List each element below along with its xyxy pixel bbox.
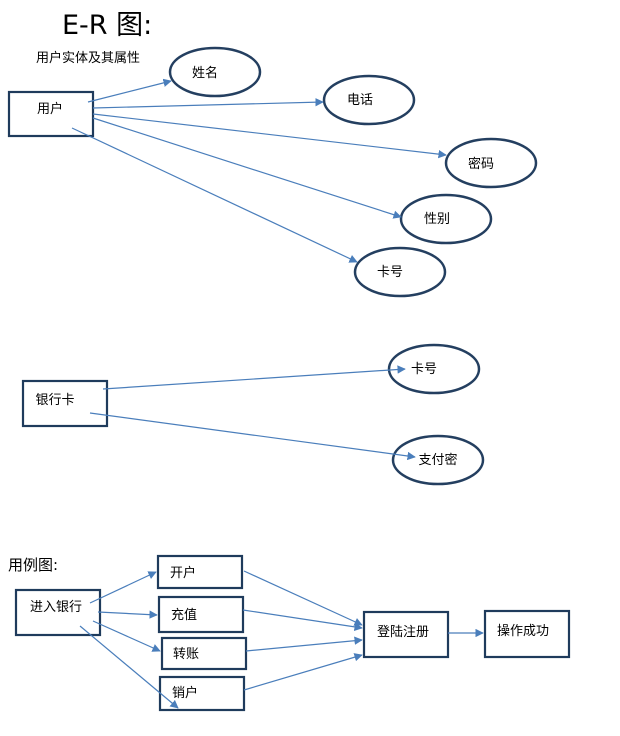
page-title: E-R 图: (62, 10, 153, 41)
attr-cardno-label: 卡号 (377, 265, 403, 280)
login-box (362, 610, 450, 659)
attr-card-cardno-ellipse (387, 343, 481, 395)
arrow-start-close (79, 625, 179, 709)
attr-paypwd-ellipse (391, 434, 485, 486)
action-deposit-box (157, 595, 245, 634)
arrow-user-name (87, 78, 172, 103)
attr-gender-label: 性别 (424, 212, 450, 227)
arrow-transfer-login (245, 636, 363, 652)
action-deposit-label: 充值 (171, 607, 197, 623)
attr-password-ellipse (444, 137, 538, 189)
login-label: 登陆注册 (377, 624, 429, 640)
arrow-start-open (89, 571, 157, 604)
action-open-label: 开户 (170, 565, 196, 581)
arrow-deposit-login (242, 609, 363, 632)
attr-name-ellipse (168, 46, 262, 98)
start-label: 进入银行 (30, 600, 82, 615)
entity-card-label: 银行卡 (35, 393, 74, 408)
arrow-card-paypwd (89, 412, 416, 461)
arrow-close-login (243, 653, 363, 691)
attr-name-label: 姓名 (192, 65, 218, 81)
arrow-user-password (92, 113, 447, 159)
arrow-open-login (243, 570, 363, 626)
result-label: 操作成功 (497, 623, 549, 639)
er-subtitle: 用户实体及其属性 (36, 51, 141, 66)
entity-card-box (21, 379, 109, 428)
arrow-user-gender (92, 117, 402, 219)
action-close-label: 销户 (172, 685, 198, 701)
action-transfer-label: 转账 (173, 647, 199, 662)
attr-password-label: 密码 (468, 156, 494, 172)
action-open-box (156, 554, 244, 590)
arrow-user-phone (92, 97, 324, 109)
er-user-group: 用户 姓名 电话 密码 性别 卡号 (7, 46, 538, 298)
arrow-start-deposit (97, 610, 158, 619)
arrow-user-cardno (71, 127, 358, 263)
attr-phone-ellipse (322, 74, 416, 126)
arrow-card-cardno (102, 365, 406, 390)
attr-gender-ellipse (399, 193, 493, 245)
arrow-start-transfer (92, 620, 161, 652)
attr-phone-label: 电话 (347, 93, 373, 108)
attr-card-cardno-label: 卡号 (411, 362, 437, 377)
entity-user-label: 用户 (37, 101, 63, 117)
action-transfer-box (160, 636, 248, 671)
start-box (14, 588, 102, 637)
usecase-title: 用例图: (8, 556, 59, 574)
usecase-group: 进入银行 开户 充值 转账 销户 登陆注册 操作成功 (14, 554, 571, 712)
result-box (483, 609, 571, 659)
attr-cardno-ellipse (353, 246, 447, 298)
attr-paypwd-label: 支付密 (418, 452, 457, 468)
er-card-group: 银行卡 卡号 支付密 (21, 343, 485, 486)
